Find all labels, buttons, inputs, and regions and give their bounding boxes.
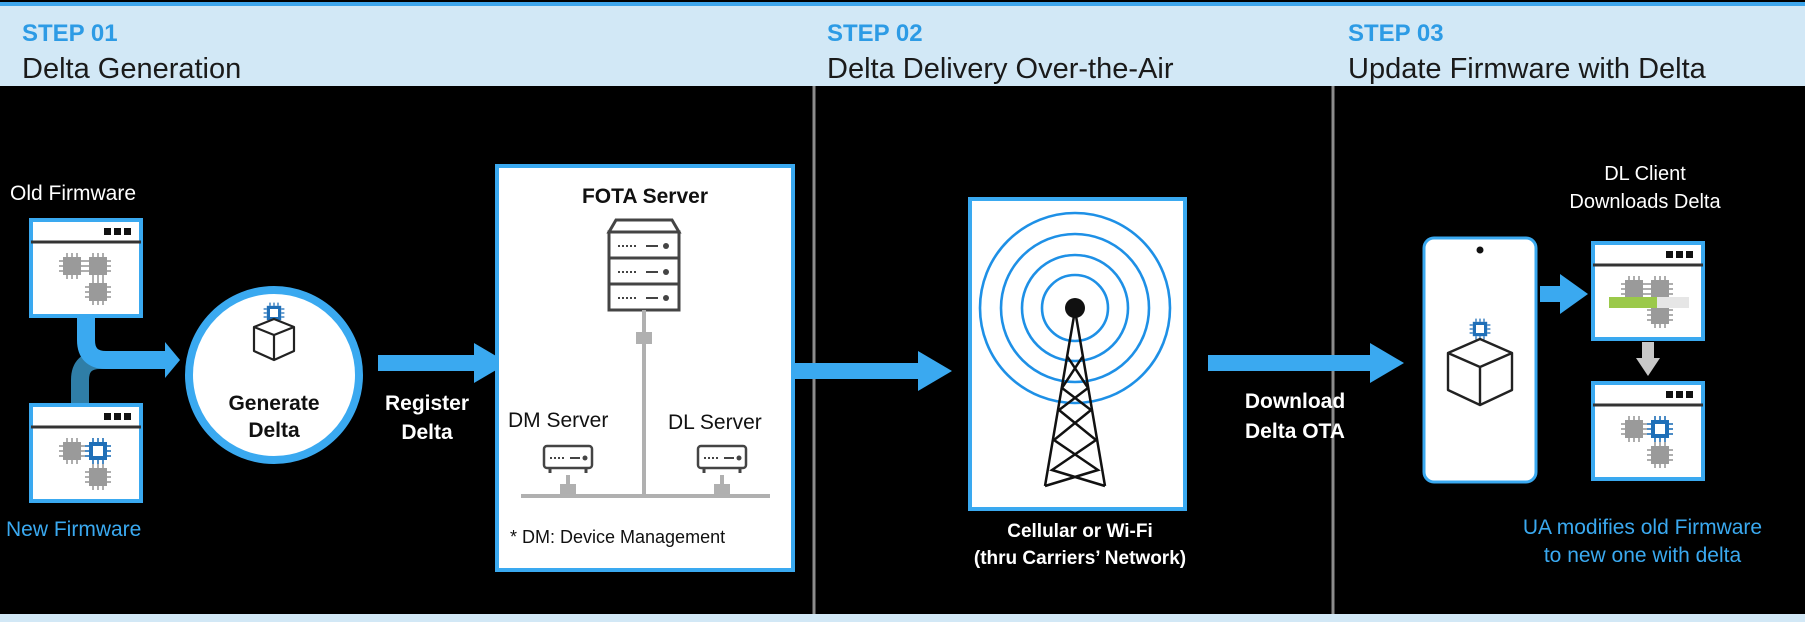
ua-line-2: to new one with delta — [1543, 544, 1742, 567]
dm-server-icon — [542, 444, 594, 475]
dl-client-line-2: Downloads Delta — [1569, 191, 1721, 213]
delta-box-icon — [252, 301, 296, 362]
step-number: STEP 01 — [22, 20, 118, 47]
dm-footnote: * DM: Device Management — [510, 527, 726, 547]
tower-beacon — [1065, 298, 1085, 318]
step-header-1: STEP 01 Delta Generation — [0, 2, 812, 86]
register-line-2: Delta — [401, 421, 453, 444]
phone-device — [1422, 236, 1538, 484]
step-title: Update Firmware with Delta — [1348, 53, 1706, 85]
generate-delta-label: Generate Delta — [214, 390, 334, 444]
old-firmware-connector — [77, 318, 165, 369]
arrow-register — [474, 343, 508, 383]
fota-server-rack — [606, 218, 682, 312]
download-progress-fill — [1609, 297, 1657, 308]
ua-line-1: UA modifies old Firmware — [1522, 516, 1763, 539]
ua-modifies-label: UA modifies old Firmware to new one with… — [1490, 514, 1795, 570]
dl-server-label: DL Server — [668, 411, 762, 434]
register-line-1: Register — [384, 392, 470, 415]
generate-delta-circle — [185, 286, 363, 464]
updated-firmware-window — [1591, 381, 1705, 481]
phone-box-icon — [1446, 317, 1514, 407]
arrow-phone-to-client — [1560, 274, 1588, 314]
arrow-to-generate — [165, 342, 180, 378]
generate-line-2: Delta — [248, 419, 300, 442]
bottom-accent-bar — [0, 614, 1805, 622]
arrow-down-update — [1636, 358, 1660, 376]
dl-client-window — [1591, 241, 1705, 341]
signal-waves — [978, 211, 1172, 405]
step-title: Delta Generation — [22, 53, 242, 85]
old-firmware-window — [29, 218, 143, 318]
new-firmware-window — [29, 403, 143, 503]
new-firmware-label: New Firmware — [6, 518, 142, 541]
step-number: STEP 03 — [1348, 20, 1444, 47]
step-title: Delta Delivery Over-the-Air — [827, 53, 1174, 85]
arrow-download — [1370, 343, 1404, 383]
arrow-to-tower — [918, 351, 952, 391]
cell-tower-icon — [1043, 315, 1107, 488]
step-header-3: STEP 03 Update Firmware with Delta — [1326, 2, 1805, 86]
download-line-2: Delta OTA — [1245, 420, 1345, 443]
cellular-line-2: (thru Carriers’ Network) — [973, 548, 1187, 569]
generate-line-1: Generate — [228, 392, 320, 415]
dl-server-icon — [696, 444, 748, 475]
dl-client-line-1: DL Client — [1604, 163, 1686, 185]
old-firmware-label: Old Firmware — [10, 182, 137, 205]
register-delta-label: Register Delta — [382, 389, 472, 447]
dm-server-label: DM Server — [508, 409, 609, 432]
fota-server-title: FOTA Server — [581, 185, 709, 208]
cellular-label: Cellular or Wi-Fi (thru Carriers’ Networ… — [920, 518, 1240, 572]
download-delta-label: Download Delta OTA — [1230, 387, 1360, 447]
step-number: STEP 02 — [827, 20, 923, 47]
cellular-line-1: Cellular or Wi-Fi — [1007, 521, 1153, 542]
dl-client-label: DL Client Downloads Delta — [1530, 160, 1760, 216]
download-line-1: Download — [1244, 390, 1346, 413]
step-header-2: STEP 02 Delta Delivery Over-the-Air — [805, 2, 1333, 86]
